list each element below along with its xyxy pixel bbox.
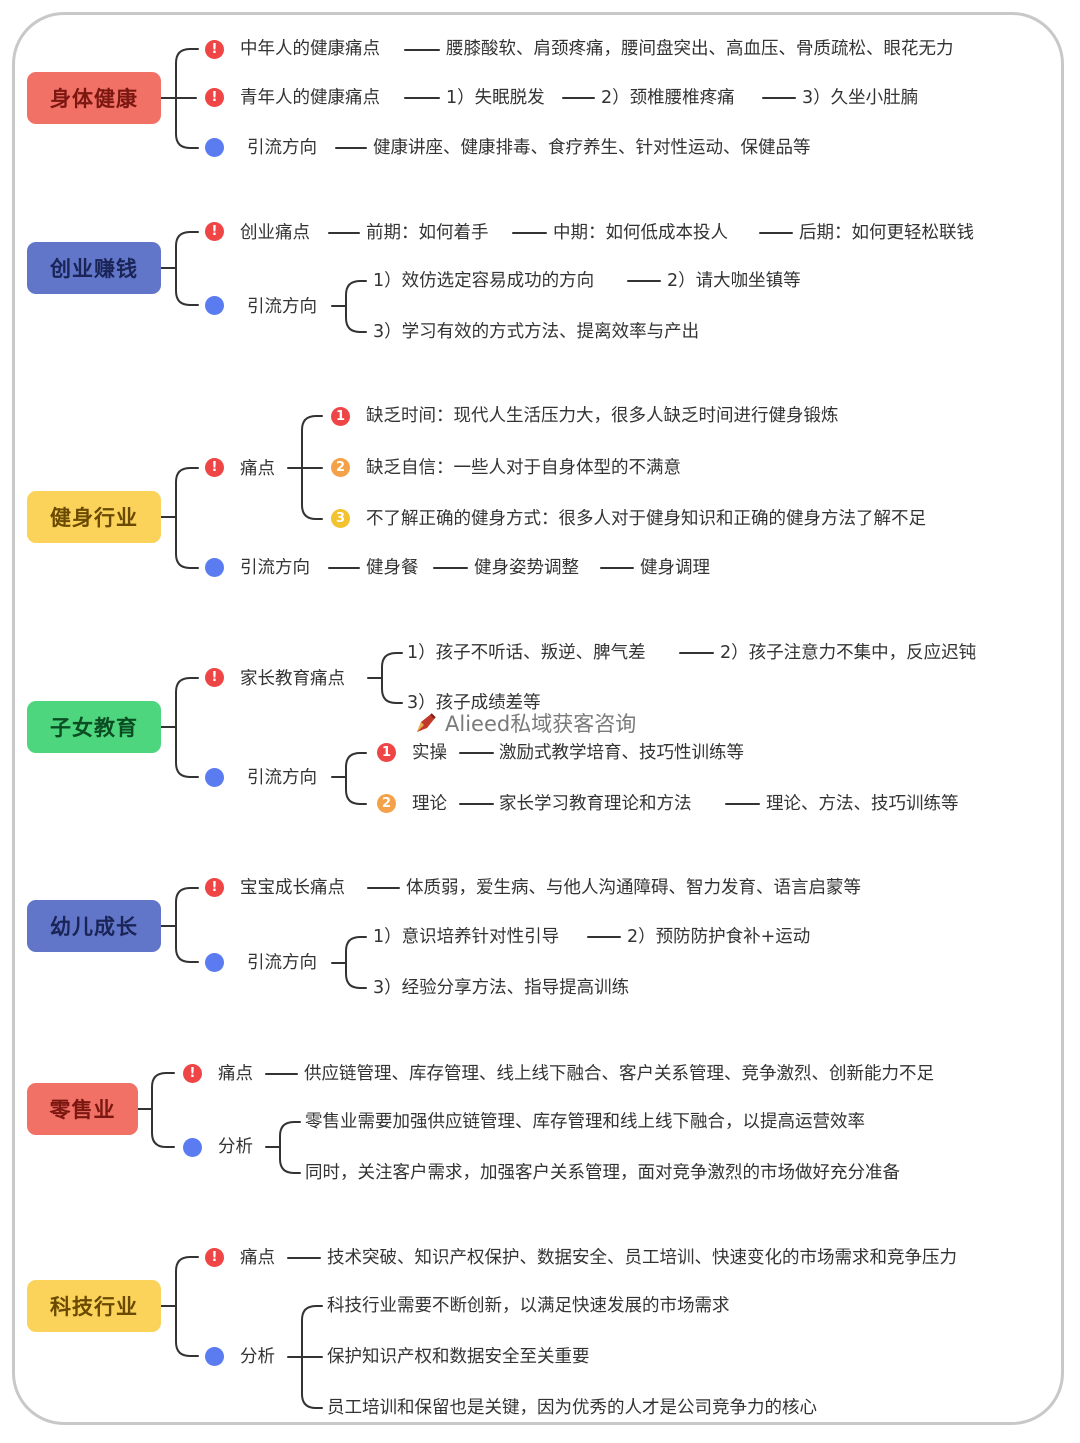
alert-icon: ! xyxy=(205,88,224,107)
bullet-dot-icon xyxy=(205,296,224,315)
root-node-health: 身体健康 xyxy=(27,72,161,124)
node-label: 中年人的健康痛点 xyxy=(240,39,380,59)
node-label: 实操 xyxy=(412,743,447,763)
node-label: 同时，关注客户需求，加强客户关系管理，面对竞争激烈的市场做好充分准备 xyxy=(305,1163,900,1183)
alert-icon: ! xyxy=(205,458,224,477)
bullet-dot-icon xyxy=(205,1347,224,1366)
node-label: 技术突破、知识产权保护、数据安全、员工培训、快速变化的市场需求和竞争压力 xyxy=(327,1248,957,1268)
node-label: 健身餐 xyxy=(366,558,419,578)
node-label: 健身调理 xyxy=(640,558,710,578)
node-label: 分析 xyxy=(240,1347,275,1367)
alert-icon: ! xyxy=(205,668,224,687)
number-2-icon: 2 xyxy=(331,458,350,477)
node-label: 痛点 xyxy=(240,459,275,479)
node-label: 缺乏自信：一些人对于自身体型的不满意 xyxy=(366,458,681,478)
node-label: 健身姿势调整 xyxy=(474,558,579,578)
node-label: 3）经验分享方法、指导提高训练 xyxy=(373,978,630,998)
bullet-dot-icon xyxy=(205,953,224,972)
root-node-child-growth: 幼儿成长 xyxy=(27,900,161,952)
number-1-icon: 1 xyxy=(331,407,350,426)
pen-logo-icon xyxy=(417,713,436,732)
node-label: 分析 xyxy=(218,1137,253,1157)
node-label: 后期：如何更轻松联钱 xyxy=(799,223,974,243)
alert-icon: ! xyxy=(205,1248,224,1267)
node-label: 前期：如何着手 xyxy=(366,223,489,243)
node-label: 激励式教学培育、技巧性训练等 xyxy=(499,743,744,763)
root-node-retail: 零售业 xyxy=(27,1083,138,1135)
node-label: 1）孩子不听话、叛逆、脾气差 xyxy=(407,643,646,663)
node-label: 理论、方法、技巧训练等 xyxy=(766,794,959,814)
node-label: 员工培训和保留也是关键，因为优秀的人才是公司竞争力的核心 xyxy=(327,1398,817,1418)
node-label: 保护知识产权和数据安全至关重要 xyxy=(327,1347,590,1367)
node-label: 3）学习有效的方式方法、提离效率与产出 xyxy=(373,322,700,342)
node-label: 2）请大咖坐镇等 xyxy=(667,271,801,291)
node-label: 腰膝酸软、肩颈疼痛，腰间盘突出、高血压、骨质疏松、眼花无力 xyxy=(446,39,954,59)
node-label: 不了解正确的健身方式：很多人对于健身知识和正确的健身方法了解不足 xyxy=(366,509,926,529)
node-label: 引流方向 xyxy=(240,558,310,578)
bullet-dot-icon xyxy=(205,558,224,577)
node-label: 零售业需要加强供应链管理、库存管理和线上线下融合，以提高运营效率 xyxy=(305,1112,865,1132)
node-label: 2）预防防护食补+运动 xyxy=(627,927,811,947)
node-label: 创业痛点 xyxy=(240,223,310,243)
bullet-dot-icon xyxy=(205,768,224,787)
number-1-icon: 1 xyxy=(377,743,396,762)
root-node-fitness: 健身行业 xyxy=(27,491,161,543)
node-label: 1）意识培养针对性引导 xyxy=(373,927,560,947)
root-node-education: 子女教育 xyxy=(27,701,161,753)
bullet-dot-icon xyxy=(183,1138,202,1157)
node-label: 缺乏时间：现代人生活压力大，很多人缺乏时间进行健身锻炼 xyxy=(366,406,839,426)
node-label: 2）颈椎腰椎疼痛 xyxy=(601,88,735,108)
node-label: 体质弱，爱生病、与他人沟通障碍、智力发育、语言启蒙等 xyxy=(406,878,861,898)
node-label: 引流方向 xyxy=(247,953,317,973)
node-label: 科技行业需要不断创新，以满足快速发展的市场需求 xyxy=(327,1296,730,1316)
node-label: 3）久坐小肚腩 xyxy=(802,88,919,108)
alert-icon: ! xyxy=(205,878,224,897)
watermark-text: Alieed私域获客咨询 xyxy=(445,712,637,736)
watermark: Alieed私域获客咨询 xyxy=(413,708,636,738)
bullet-dot-icon xyxy=(205,138,224,157)
node-label: 宝宝成长痛点 xyxy=(240,878,345,898)
node-label: 引流方向 xyxy=(247,138,317,158)
node-label: 引流方向 xyxy=(247,768,317,788)
number-3-icon: 3 xyxy=(331,509,350,528)
node-label: 中期：如何低成本投人 xyxy=(553,223,728,243)
node-label: 引流方向 xyxy=(247,297,317,317)
node-label: 2）孩子注意力不集中，反应迟钝 xyxy=(720,643,977,663)
node-label: 痛点 xyxy=(218,1064,253,1084)
node-label: 痛点 xyxy=(240,1248,275,1268)
number-2-icon: 2 xyxy=(377,794,396,813)
alert-icon: ! xyxy=(205,40,224,59)
root-node-tech: 科技行业 xyxy=(27,1280,161,1332)
node-label: 1）效仿选定容易成功的方向 xyxy=(373,271,595,291)
node-label: 健康讲座、健康排毒、食疗养生、针对性运动、保健品等 xyxy=(373,138,811,158)
node-label: 青年人的健康痛点 xyxy=(240,88,380,108)
alert-icon: ! xyxy=(205,222,224,241)
node-label: 家长教育痛点 xyxy=(240,669,345,689)
node-label: 3）孩子成绩差等 xyxy=(407,693,541,713)
alert-icon: ! xyxy=(183,1064,202,1083)
node-label: 家长学习教育理论和方法 xyxy=(499,794,692,814)
node-label: 理论 xyxy=(412,794,447,814)
root-node-startup: 创业赚钱 xyxy=(27,242,161,294)
node-label: 1）失眠脱发 xyxy=(446,88,545,108)
node-label: 供应链管理、库存管理、线上线下融合、客户关系管理、竞争激烈、创新能力不足 xyxy=(304,1064,934,1084)
